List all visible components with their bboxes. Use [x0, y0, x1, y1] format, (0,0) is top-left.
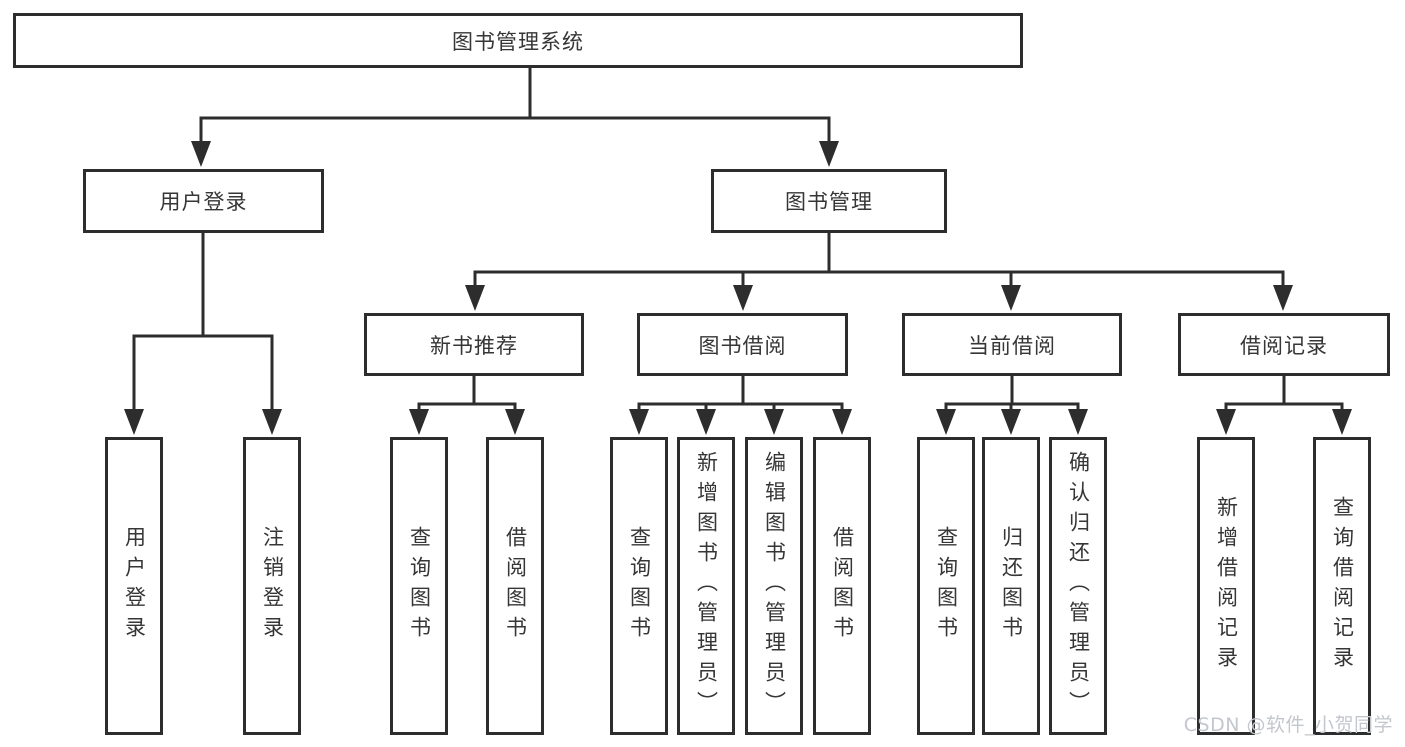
leaf-label: 查询图书 [934, 526, 959, 646]
leaf-query-borrow-record: 查询借阅记录 [1313, 437, 1371, 735]
node-new-book-recommendation: 新书推荐 [364, 313, 584, 376]
connector-current-borrowing [944, 372, 1080, 418]
connector-book-management [473, 229, 1285, 294]
leaf-label: 查询借阅记录 [1330, 496, 1355, 676]
leaf-label: 新增图书（管理员） [694, 451, 719, 721]
node-label: 图书借阅 [698, 333, 787, 358]
connector-book-borrowing [637, 372, 844, 418]
node-label: 新书推荐 [430, 333, 518, 358]
connector-borrowing-records [1224, 372, 1344, 418]
leaf-label: 借阅图书 [503, 526, 528, 646]
node-user-login: 用户登录 [83, 169, 324, 233]
leaf-user-login: 用户登录 [105, 437, 163, 735]
arrow-down-icon [1332, 409, 1352, 435]
leaf-label: 借阅图书 [830, 526, 855, 646]
node-label: 借阅记录 [1240, 333, 1328, 358]
leaf-query-books-current: 查询图书 [917, 437, 975, 735]
leaf-label: 新增借阅记录 [1214, 496, 1239, 676]
leaf-edit-book-admin: 编辑图书（管理员） [745, 437, 803, 735]
csdn-watermark: CSDN @软件_小贺同学 [1183, 714, 1393, 736]
leaf-label: 用户登录 [122, 526, 147, 646]
node-library-management-system: 图书管理系统 [13, 13, 1023, 68]
node-label: 图书管理 [785, 190, 873, 214]
arrow-down-icon [764, 409, 784, 435]
node-borrowing-records: 借阅记录 [1178, 313, 1390, 376]
arrow-down-icon [465, 285, 485, 311]
node-label: 当前借阅 [968, 333, 1056, 358]
leaf-add-borrow-record: 新增借阅记录 [1197, 437, 1255, 735]
leaf-label: 归还图书 [999, 526, 1024, 646]
leaf-query-books-borrowing: 查询图书 [610, 437, 668, 735]
leaf-confirm-return-admin: 确认归还（管理员） [1049, 437, 1107, 735]
node-book-management: 图书管理 [711, 169, 947, 233]
arrow-down-icon [1273, 285, 1293, 311]
arrow-down-icon [1001, 409, 1021, 435]
leaf-borrow-books-borrowing: 借阅图书 [813, 437, 871, 735]
arrow-down-icon [262, 409, 282, 435]
arrow-down-icon [1216, 409, 1236, 435]
arrow-down-icon [696, 409, 716, 435]
node-book-borrowing: 图书借阅 [637, 313, 848, 376]
leaf-borrow-books-recommend: 借阅图书 [486, 437, 544, 735]
arrow-down-icon [1068, 409, 1088, 435]
arrow-down-icon [629, 409, 649, 435]
node-current-borrowing: 当前借阅 [902, 313, 1122, 376]
arrow-down-icon [505, 409, 525, 435]
connector-root [199, 64, 831, 150]
arrow-down-icon [819, 141, 839, 167]
arrow-down-icon [124, 409, 144, 435]
arrow-down-icon [733, 285, 753, 311]
arrow-down-icon [1001, 285, 1021, 311]
node-label: 用户登录 [159, 190, 248, 214]
node-label: 图书管理系统 [452, 29, 584, 54]
leaf-logout-login: 注销登录 [243, 437, 301, 735]
arrow-down-icon [936, 409, 956, 435]
leaf-label: 查询图书 [627, 526, 652, 646]
leaf-query-books-recommend: 查询图书 [390, 437, 448, 735]
leaf-label: 查询图书 [407, 526, 432, 646]
leaf-return-book: 归还图书 [982, 437, 1040, 735]
arrow-down-icon [191, 141, 211, 167]
leaf-label: 注销登录 [260, 526, 285, 646]
leaf-add-book-admin: 新增图书（管理员） [677, 437, 735, 735]
connector-user-login [132, 229, 274, 418]
leaf-label: 编辑图书（管理员） [762, 451, 787, 721]
leaf-label: 确认归还（管理员） [1066, 451, 1091, 721]
arrow-down-icon [409, 409, 429, 435]
connector-new-book [417, 372, 517, 418]
arrow-down-icon [832, 409, 852, 435]
